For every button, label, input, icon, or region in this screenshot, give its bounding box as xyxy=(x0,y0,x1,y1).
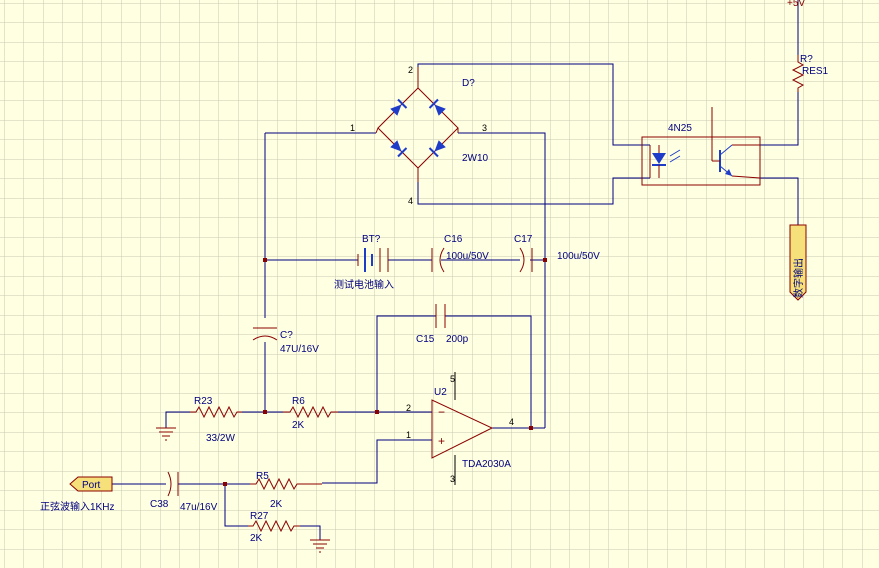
c16-ref: C16 xyxy=(444,234,463,245)
bridge-pin-1: 1 xyxy=(350,123,355,133)
junction-dot xyxy=(263,410,267,414)
bridge-pin-2: 2 xyxy=(408,65,413,75)
bridge-ref: D? xyxy=(462,78,475,89)
r23-value: 33/2W xyxy=(206,433,235,444)
c38-value: 47u/16V xyxy=(180,502,218,513)
u2-ref: U2 xyxy=(434,387,447,398)
opamp-u2[interactable]: − + U2 TDA2030A 1 2 3 4 5 xyxy=(406,374,514,484)
bridge-pin-3: 3 xyxy=(482,123,487,133)
opto-value: 4N25 xyxy=(668,123,692,134)
input-port[interactable]: Port 正弦波输入1KHz xyxy=(40,476,114,513)
battery-desc: 测试电池输入 xyxy=(334,278,394,291)
u2-pin-2: 2 xyxy=(406,403,411,413)
bridge-pin-4: 4 xyxy=(408,196,413,206)
diode-icon xyxy=(428,98,446,116)
battery-ref: BT? xyxy=(362,234,381,245)
junction-dot xyxy=(263,258,267,262)
bridge-rectifier[interactable]: D? 2W10 1 2 3 4 xyxy=(350,65,489,206)
resistor-r27[interactable]: R27 2K xyxy=(248,511,300,544)
u2-value: TDA2030A xyxy=(462,459,511,470)
capacitor-c38[interactable]: C38 47u/16V xyxy=(150,471,218,513)
led-icon xyxy=(652,145,681,178)
bridge-value: 2W10 xyxy=(462,153,489,164)
minus-sign: − xyxy=(438,405,445,419)
u2-pin-1: 1 xyxy=(406,430,411,440)
u2-pin-4: 4 xyxy=(509,417,514,427)
resistor-r23[interactable]: R23 33/2W xyxy=(190,396,242,444)
ground-icon xyxy=(156,427,176,441)
junction-dot xyxy=(375,410,379,414)
capacitor-c16[interactable]: C16 100u/50V xyxy=(431,234,489,273)
ground-icon xyxy=(310,539,330,553)
r6-value: 2K xyxy=(292,420,305,431)
cx-ref: C? xyxy=(280,330,293,341)
capacitor-c17[interactable]: C17 100u/50V xyxy=(514,234,600,273)
junctions xyxy=(223,258,547,486)
r5-ref: R5 xyxy=(256,471,269,482)
r5-value: 2K xyxy=(270,499,283,510)
diode-icon xyxy=(390,98,408,116)
optocoupler[interactable]: 4N25 xyxy=(641,107,761,186)
junction-dot xyxy=(529,426,533,430)
plus-sign: + xyxy=(438,434,445,448)
wires xyxy=(112,0,799,540)
diode-icon xyxy=(428,140,446,158)
r27-ref: R27 xyxy=(250,511,269,522)
input-port-label: Port xyxy=(82,480,101,491)
output-port[interactable]: 数字输出 xyxy=(789,224,807,301)
u2-pin-5: 5 xyxy=(450,374,455,384)
junction-dot xyxy=(223,482,227,486)
battery[interactable]: BT? 测试电池输入 xyxy=(334,234,394,291)
capacitor-cx[interactable]: C? 47U/16V xyxy=(252,327,319,355)
r23-ref: R23 xyxy=(194,396,213,407)
cx-value: 47U/16V xyxy=(280,344,319,355)
resistor-pullup-value: RES1 xyxy=(802,66,829,77)
c17-ref: C17 xyxy=(514,234,533,245)
resistor-pullup-ref: R? xyxy=(800,54,813,65)
c16-value: 100u/50V xyxy=(446,251,489,262)
c38-ref: C38 xyxy=(150,499,169,510)
input-port-desc: 正弦波输入1KHz xyxy=(40,500,114,513)
resistor-r6[interactable]: R6 2K xyxy=(283,396,338,431)
resistor-r5[interactable]: R5 2K xyxy=(250,471,322,510)
resistor-pullup[interactable]: R? RES1 xyxy=(791,54,829,92)
vcc-label: +5V xyxy=(787,0,805,9)
diode-icon xyxy=(390,140,408,158)
u2-pin-3: 3 xyxy=(450,474,455,484)
r27-value: 2K xyxy=(250,533,263,544)
capacitor-c15[interactable]: C15 200p xyxy=(416,304,469,345)
c17-value: 100u/50V xyxy=(557,251,600,262)
vcc-symbol[interactable]: +5V xyxy=(787,0,805,9)
phototransistor-icon xyxy=(711,107,761,179)
output-port-label: 数字输出 xyxy=(792,258,805,298)
junction-dot xyxy=(543,258,547,262)
c15-value: 200p xyxy=(446,334,469,345)
c15-ref: C15 xyxy=(416,334,435,345)
r6-ref: R6 xyxy=(292,396,305,407)
